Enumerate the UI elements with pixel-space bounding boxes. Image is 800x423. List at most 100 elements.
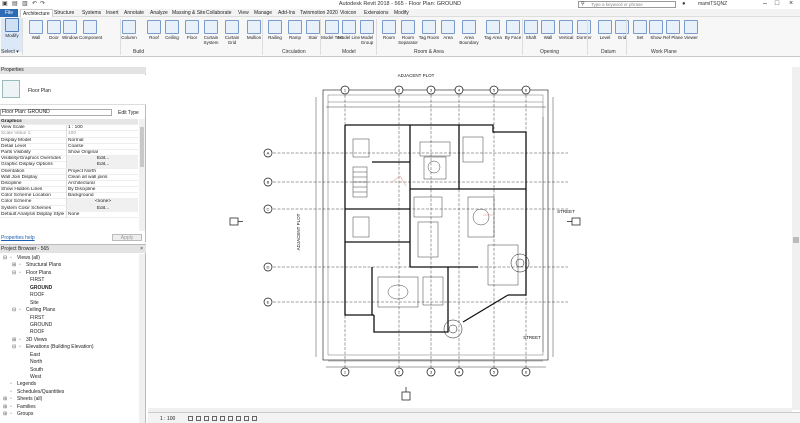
browser-item-north[interactable]: North [0,359,140,366]
tab-architecture[interactable]: Architecture [20,9,53,17]
room-button[interactable]: Room [378,20,400,40]
horizontal-scrollbar[interactable] [148,408,792,412]
wall-button[interactable]: Wall [537,20,559,40]
by-face-button[interactable]: By Face [502,20,524,40]
shadows-icon[interactable] [212,416,217,421]
close-icon[interactable]: × [788,0,794,7]
door-button[interactable]: Door [43,20,65,40]
browser-item-roof[interactable]: ROOF [0,292,140,299]
property-edit-button[interactable]: Edit... [66,162,138,169]
viewer-button[interactable]: Viewer [680,20,702,40]
area-button[interactable]: Area [437,20,459,40]
property-value[interactable]: 1 : 100 [66,125,138,132]
browser-item-views-all-[interactable]: ⊟▫Views (all) [0,255,140,262]
collapse-icon[interactable]: ⊟ [12,344,17,351]
expand-icon[interactable]: ⊞ [3,411,8,418]
floor-plan-drawing[interactable]: ADJACENT PLOT ADJACENT PLOT STREET STREE… [148,67,792,410]
shaft-button[interactable]: Shaft [520,20,542,40]
browser-item-legends[interactable]: ▫Legends [0,381,140,388]
browser-item-first[interactable]: FIRST [0,315,140,322]
stair-button[interactable]: Stair [302,20,324,40]
curtain-system-button[interactable]: Curtain System [200,20,222,45]
browser-scrollbar[interactable] [139,254,145,423]
railing-button[interactable]: Railing [264,20,286,40]
property-edit-button[interactable]: Edit... [66,156,138,163]
tab-insert[interactable]: Insert [106,10,119,16]
lock-3d-icon[interactable] [236,416,241,421]
model-line-button[interactable]: Model Line [338,20,360,40]
area-boundary-button[interactable]: Area Boundary [458,20,480,45]
browser-item-site[interactable]: Site [0,300,140,307]
browser-item-groups[interactable]: ⊞▫Groups [0,411,140,418]
browser-item-sheets-all-[interactable]: ⊞▫Sheets (all) [0,396,140,403]
model-group-button[interactable]: Model Group [356,20,378,45]
show-crop-icon[interactable] [228,416,233,421]
modify-button[interactable]: Modify [1,18,23,52]
collapse-icon[interactable]: ⊟ [3,255,8,261]
ref-plane-button[interactable]: Ref Plane [662,20,684,40]
tab-view[interactable]: View [238,10,249,16]
browser-item-structural-plans[interactable]: ⊞▫Structural Plans [0,262,140,269]
property-value[interactable]: By Discipline [66,187,138,194]
browser-item-ground[interactable]: GROUND [0,322,140,329]
properties-help-link[interactable]: Properties help [1,235,35,241]
app-logo-icon[interactable]: ▣ [2,1,8,7]
floor-button[interactable]: Floor [181,20,203,40]
grid-button[interactable]: Grid [611,20,633,40]
expand-icon[interactable]: ⊞ [12,336,17,343]
property-value[interactable]: None [66,211,138,218]
property-row[interactable]: Color Scheme<none> [0,199,138,206]
tab-analyze[interactable]: Analyze [150,10,168,16]
open-icon[interactable]: ▤ [12,1,18,7]
search-input[interactable]: ⚲Type a keyword or phrase [578,1,676,8]
browser-item-west[interactable]: West [0,374,140,381]
instance-filter-select[interactable]: Floor Plan: GROUND [0,109,112,116]
visual-style-icon[interactable] [196,416,201,421]
tab-add-ins[interactable]: Add-Ins [278,10,296,16]
tag-area-button[interactable]: Tag Area [482,20,504,40]
expand-icon[interactable]: ⊞ [3,396,8,403]
browser-item-south[interactable]: South [0,367,140,374]
property-value[interactable]: Show Original [66,149,138,156]
mullion-button[interactable]: Mullion [243,20,265,40]
save-icon[interactable]: ▥ [22,1,28,7]
tab-manage[interactable]: Manage [254,10,273,16]
edit-type-button[interactable]: Edit Type [118,110,139,116]
show-button[interactable]: Show [645,20,667,40]
browser-item-ground[interactable]: GROUND [0,285,140,292]
temporary-hide-icon[interactable] [244,416,249,421]
apply-button[interactable]: Apply [112,234,142,241]
tab-file[interactable]: File [0,9,18,17]
property-row[interactable]: Scale Value 1:100 [0,131,138,138]
ceiling-button[interactable]: Ceiling [161,20,183,40]
window-button[interactable]: Window [59,20,81,40]
browser-item-floor-plans[interactable]: ⊟▫Floor Plans [0,270,140,277]
tab-collaborate[interactable]: Collaborate [206,10,232,16]
tab-vioicon[interactable]: Vioicon [340,10,357,16]
expand-icon[interactable]: ⊞ [12,262,17,269]
undo-icon[interactable]: ↶ [32,1,38,7]
property-value[interactable]: Clean all wall joins [66,174,138,181]
browser-item-east[interactable]: East [0,352,140,359]
dormer-button[interactable]: Dormer [573,20,595,40]
curtain-grid-button[interactable]: Curtain Grid [221,20,243,45]
browser-item-roof[interactable]: ROOF [0,329,140,336]
property-value[interactable]: Architectural [66,180,138,187]
property-value[interactable]: Background [66,193,138,200]
browser-item-3d-views[interactable]: ⊞▫3D Views [0,337,140,344]
level-button[interactable]: Level [594,20,616,40]
tag-room-button[interactable]: Tag Room [418,20,440,40]
property-value[interactable]: Project North [66,168,138,175]
room-separator-button[interactable]: Room Separator [397,20,419,45]
property-category[interactable]: Graphics [0,119,138,126]
